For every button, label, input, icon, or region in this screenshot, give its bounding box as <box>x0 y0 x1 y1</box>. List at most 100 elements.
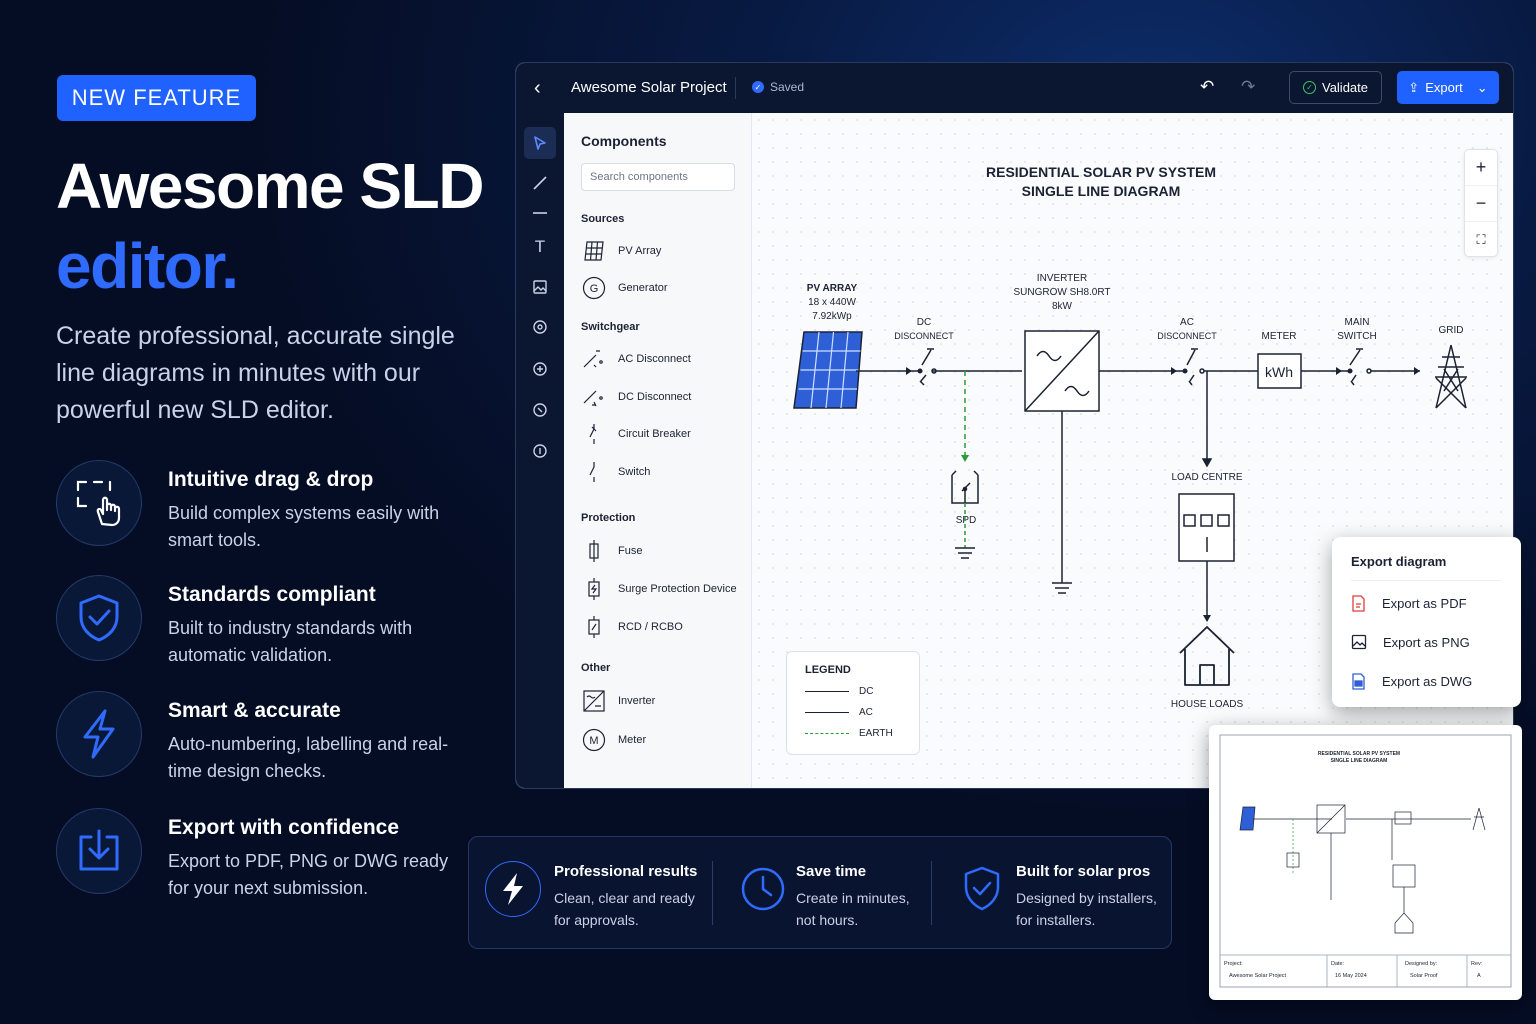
export-icon: ⇪ <box>1408 79 1420 95</box>
switch-icon <box>581 459 607 485</box>
generator-icon: G <box>581 275 607 301</box>
legend-row-earth: EARTH <box>805 728 893 739</box>
circuit-breaker-icon <box>581 421 607 447</box>
component-pv-array[interactable]: PV Array <box>581 237 751 265</box>
inverter-symbol[interactable] <box>1024 330 1100 594</box>
preview-footer-label: Designed by: <box>1405 961 1438 967</box>
symbol-tool-2[interactable] <box>524 353 556 385</box>
export-pdf-item[interactable]: Export as PDF <box>1351 595 1467 612</box>
legend-label: DC <box>859 686 874 697</box>
export-item-label: Export as DWG <box>1382 674 1473 689</box>
preview-diagram <box>1239 804 1486 934</box>
shield-check-icon <box>56 575 142 661</box>
component-fuse[interactable]: Fuse <box>581 537 751 565</box>
feature-smart: Smart & accurate Auto-numbering, labelli… <box>56 691 456 781</box>
wire-tool[interactable] <box>524 197 556 229</box>
component-label: RCD / RCBO <box>618 621 683 633</box>
component-label: Fuse <box>618 545 643 557</box>
back-button[interactable]: ‹ <box>534 77 541 99</box>
feature-desc: Export to PDF, PNG or DWG ready for your… <box>168 851 449 898</box>
benefit-desc: Clean, clear and ready for approvals. <box>554 890 695 928</box>
feature-desc: Build complex systems easily with smart … <box>168 503 440 550</box>
benefit-title: Professional results <box>554 863 698 880</box>
component-ac-disconnect[interactable]: AC Disconnect <box>581 345 751 373</box>
component-meter[interactable]: M Meter <box>581 726 751 754</box>
benefit-title: Built for solar pros <box>1016 863 1151 880</box>
pv-array-symbol[interactable] <box>793 331 863 409</box>
line-tool[interactable] <box>524 167 556 199</box>
component-switch[interactable]: Switch <box>581 458 751 486</box>
load-centre-label: LOAD CENTRE <box>1171 472 1242 483</box>
check-circle-icon: ✓ <box>1302 81 1316 94</box>
diagram-title-line1: RESIDENTIAL SOLAR PV SYSTEM <box>986 164 1216 180</box>
hero-title-line2: editor. <box>56 230 239 302</box>
ac-disconnect-symbol[interactable] <box>1177 348 1258 468</box>
ac-disconnect-label-2: DISCONNECT <box>1157 331 1217 341</box>
zoom-in-button[interactable]: + <box>1465 150 1497 186</box>
grid-label: GRID <box>1439 325 1464 336</box>
component-inverter[interactable]: Inverter <box>581 687 751 715</box>
kwh-meter-symbol[interactable]: kWh <box>1257 353 1302 389</box>
export-png-item[interactable]: Export as PNG <box>1351 634 1470 650</box>
diagram-title-line2: SINGLE LINE DIAGRAM <box>1022 183 1181 199</box>
fuse-icon <box>581 538 607 564</box>
clock-icon <box>735 861 791 917</box>
spd-label: SPD <box>956 515 977 526</box>
preview-footer-value: 16 May 2024 <box>1335 973 1367 979</box>
project-title: Awesome Solar Project <box>571 79 727 96</box>
new-feature-badge: NEW FEATURE <box>57 75 256 121</box>
legend-row-ac: AC <box>805 707 873 718</box>
zoom-out-button[interactable]: − <box>1465 186 1497 222</box>
editor-topbar: ‹ Awesome Solar Project ✓ Saved ↶ ↷ ✓ Va… <box>516 63 1513 113</box>
pv-label-count: 18 x 440W <box>808 297 856 308</box>
legend-line-earth <box>805 733 849 734</box>
meter-display: kWh <box>1265 364 1293 380</box>
component-label: Inverter <box>618 695 656 707</box>
select-tool[interactable] <box>524 127 556 159</box>
validate-button[interactable]: ✓ Validate <box>1289 71 1382 104</box>
fit-screen-button[interactable]: ⛶ <box>1476 232 1486 247</box>
spd-symbol[interactable] <box>951 470 979 559</box>
meter-label: METER <box>1262 331 1297 342</box>
inverter-power: 8kW <box>1052 301 1073 312</box>
benefit-solar-pros: Built for solar pros Designed by install… <box>954 837 1169 950</box>
symbol-tool-3[interactable] <box>524 394 556 426</box>
preview-footer-label: Date: <box>1331 961 1345 967</box>
surge-protection-icon <box>581 576 607 602</box>
house-loads-symbol[interactable] <box>1179 626 1235 686</box>
component-rcd-rcbo[interactable]: RCD / RCBO <box>581 613 751 641</box>
component-circuit-breaker[interactable]: Circuit Breaker <box>581 420 751 448</box>
feature-desc: Built to industry standards with automat… <box>168 618 413 665</box>
component-label: DC Disconnect <box>618 391 692 403</box>
section-switchgear: Switchgear <box>581 321 640 333</box>
redo-button[interactable]: ↷ <box>1241 77 1256 96</box>
export-dwg-item[interactable]: Export as DWG <box>1351 673 1472 690</box>
dc-disconnect-icon <box>581 384 607 410</box>
image-tool[interactable] <box>524 271 556 303</box>
search-input[interactable]: Search components <box>581 163 735 191</box>
undo-button[interactable]: ↶ <box>1200 77 1215 96</box>
component-generator[interactable]: G Generator <box>581 274 751 302</box>
symbol-tool-1[interactable] <box>524 311 556 343</box>
export-item-label: Export as PNG <box>1383 634 1470 650</box>
load-centre-symbol[interactable] <box>1178 493 1235 621</box>
main-switch-symbol[interactable] <box>1342 348 1420 386</box>
export-button[interactable]: ⇪ Export ⌄ <box>1397 71 1499 104</box>
component-spd[interactable]: Surge Protection Device <box>581 575 751 603</box>
lightning-icon <box>56 691 142 777</box>
hero-title: Awesome SLD editor. <box>56 146 484 306</box>
legend-line <box>805 691 849 692</box>
legend-label: AC <box>859 707 873 718</box>
dc-disconnect-symbol[interactable] <box>912 348 1022 386</box>
text-tool[interactable]: T <box>534 237 546 256</box>
dc-disconnect-label: DC <box>917 317 931 328</box>
saved-status: ✓ Saved <box>752 80 804 94</box>
inverter-icon <box>581 688 607 714</box>
feature-drag-drop: Intuitive drag & drop Build complex syst… <box>56 460 456 550</box>
shield-check-icon <box>954 861 1010 917</box>
grid-tower-symbol[interactable] <box>1435 344 1467 409</box>
house-loads-label: HOUSE LOADS <box>1171 699 1244 710</box>
preview-title-2: SINGLE LINE DIAGRAM <box>1331 758 1388 764</box>
component-dc-disconnect[interactable]: DC Disconnect <box>581 383 751 411</box>
symbol-tool-4[interactable] <box>524 435 556 467</box>
